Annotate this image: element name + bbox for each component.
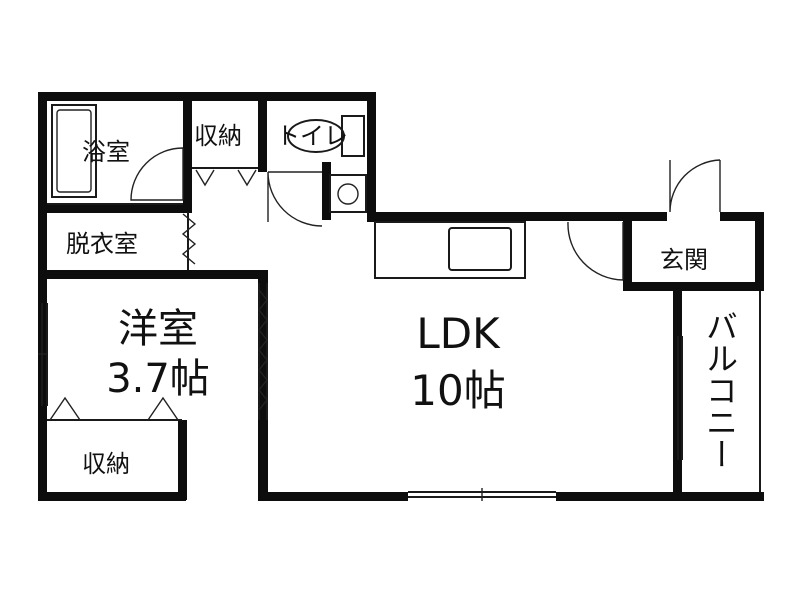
front-door [669, 159, 721, 213]
sink [448, 227, 512, 271]
fixtures [38, 104, 761, 501]
room-label-bath: 浴室 [82, 138, 130, 166]
room-label-ldk-size: 10帖 [410, 366, 505, 415]
wash-basin [329, 174, 367, 213]
toilet-bowl [287, 115, 365, 157]
kitchen-counter [374, 221, 526, 279]
room-label-entrance: 玄関 [660, 246, 708, 274]
room-label-balcony: バルコニー [701, 310, 739, 470]
balcony-window [677, 336, 683, 460]
labels: 浴室 収納 トイレ 脱衣室 洋室 3.7帖 収納 LDK 10帖 玄関 バルコニ… [66, 122, 739, 478]
room-label-dressing: 脱衣室 [66, 230, 138, 258]
entrance-inner-door [567, 221, 624, 281]
room-label-closet-top: 収納 [194, 122, 242, 150]
walls [38, 92, 764, 501]
bath-door [130, 147, 184, 201]
room-label-western: 洋室 [118, 306, 198, 352]
closet-bottom-door [47, 396, 182, 421]
bathtub [51, 104, 97, 198]
room-label-closet-bottom: 収納 [82, 450, 130, 478]
room-label-toilet: トイレ [276, 122, 348, 150]
bottom-window [408, 488, 556, 501]
western-window [38, 303, 48, 406]
room-label-ldk: LDK [416, 309, 501, 358]
toilet-door [267, 171, 323, 227]
room-label-western-size: 3.7帖 [106, 356, 210, 402]
western-sliding-door [258, 283, 268, 420]
closet-top-door [192, 167, 258, 187]
